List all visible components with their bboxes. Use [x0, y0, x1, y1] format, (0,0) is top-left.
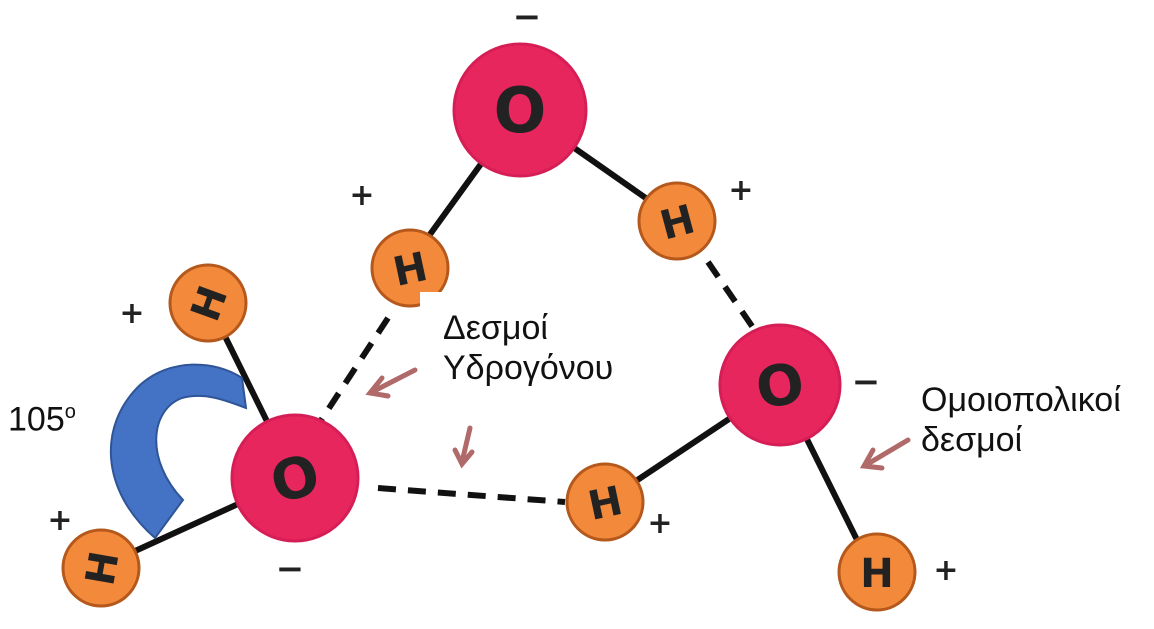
- hydrogen-bonds-label-line2: Υδρογόνου: [443, 349, 614, 387]
- charge-negative-top-o: −: [513, 0, 542, 37]
- arrow-covalent: [859, 437, 911, 471]
- angle-degree-mark: o: [64, 401, 76, 423]
- hydrogen-atom-left-upper: H: [168, 263, 248, 343]
- covalent-bonds-label-line1: Ομοιοπολικοί: [921, 381, 1121, 419]
- hydrogen-bonds-label-line1: Δεσμοί: [443, 309, 548, 347]
- hydrogen-atom-bottom-middle: H: [565, 462, 645, 542]
- charge-negative-left-o: −: [276, 549, 305, 589]
- charge-positive-bottom-right-h: +: [933, 553, 958, 588]
- charge-positive-left-upper-h: +: [119, 296, 144, 331]
- hbond-top-right-h-to-right-o: [705, 260, 759, 334]
- hydrogen-atom-top-right: H: [637, 181, 717, 261]
- charge-negative-right-o: −: [852, 362, 881, 402]
- oxygen-atom-top: O: [452, 42, 588, 178]
- arrow-hbond-lower: [452, 425, 475, 469]
- charge-positive-bottom-middle-h: +: [647, 506, 672, 541]
- atom-symbol: O: [494, 74, 547, 147]
- atom-symbol: O: [751, 350, 809, 422]
- hydrogen-bonds: [315, 260, 759, 505]
- charge-positive-top-left-h: +: [349, 178, 374, 213]
- angle-label: 105o: [8, 392, 76, 439]
- hbond-left-o-to-bottom-h: [377, 485, 566, 505]
- charge-positive-top-right-h: +: [728, 173, 753, 208]
- oxygen-atom-left: O: [230, 413, 360, 543]
- covalent-bonds-label: Ομοιοπολικοί δεσμοί: [921, 380, 1121, 460]
- charge-positive-left-lower-h: +: [47, 503, 72, 538]
- atom-symbol: H: [860, 551, 893, 597]
- hydrogen-bonds-label: Δεσμοί Υδρογόνου: [443, 308, 613, 388]
- pointer-arrows: [365, 367, 911, 471]
- arrow-hbond-upper: [365, 367, 418, 399]
- covalent-bonds-label-line2: δεσμοί: [921, 421, 1023, 459]
- partial-charges: − + + + + − − + +: [47, 0, 958, 589]
- oxygen-atom-right: O: [718, 323, 842, 447]
- hydrogen-atom-top-left: H: [370, 228, 450, 308]
- hydrogen-atom-left-lower: H: [61, 528, 141, 608]
- hydrogen-atom-bottom-right: H: [837, 532, 917, 612]
- hydrogen-bonds-label-box: [420, 292, 670, 392]
- bond-angle-arc: [109, 363, 248, 540]
- angle-value: 105: [8, 400, 65, 439]
- atom-symbol: H: [77, 548, 128, 589]
- hbond-top-h-to-left-o: [315, 316, 391, 427]
